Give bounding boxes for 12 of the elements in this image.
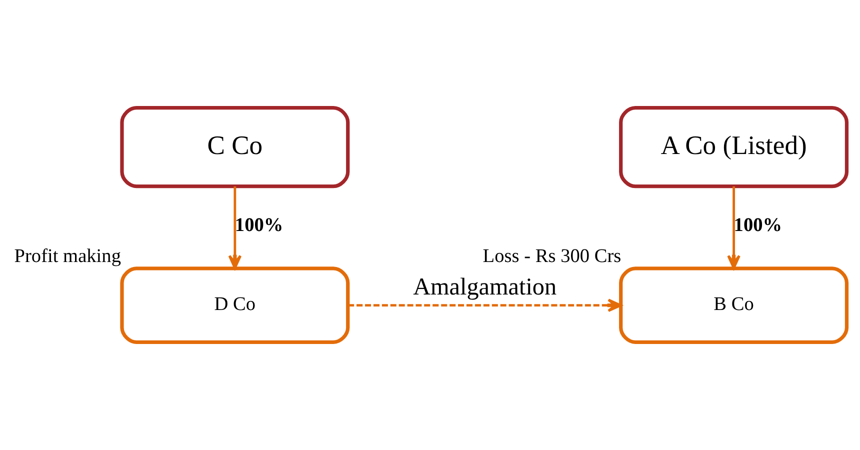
node-box: D Co [120, 266, 350, 344]
node-box: B Co [619, 266, 849, 344]
edge-label: 100% [734, 214, 782, 236]
edge-label: Amalgamation [413, 273, 557, 300]
node-label: Profit making [14, 246, 121, 268]
arrow [228, 186, 242, 270]
node-box: C Co [120, 106, 350, 188]
node-label: Loss - Rs 300 Crs [482, 246, 622, 268]
node-box: A Co (Listed) [619, 106, 849, 188]
arrow [727, 186, 740, 270]
arrow [348, 298, 622, 312]
edge-label: 100% [234, 214, 284, 236]
